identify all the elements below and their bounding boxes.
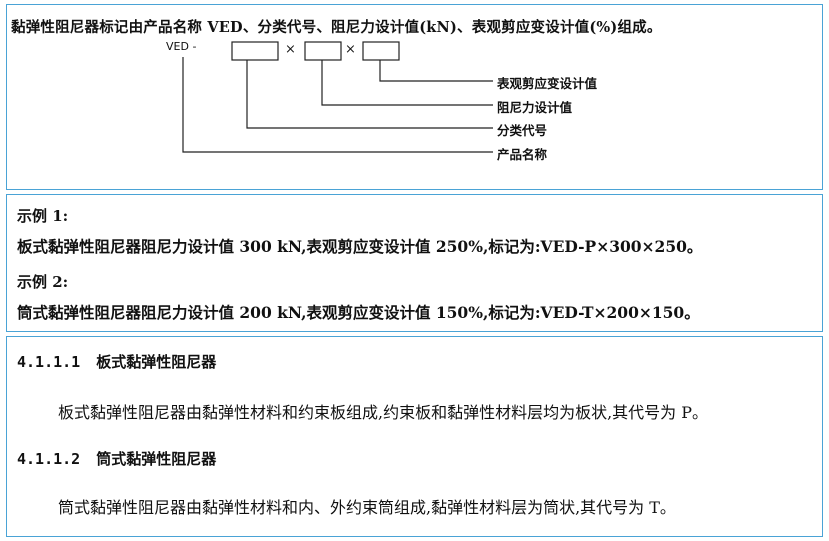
line-strain	[379, 60, 493, 82]
label-strain: 表观剪应变设计值	[497, 76, 598, 91]
designation-intro: 黏弹性阻尼器标记由产品名称 VED、分类代号、阻尼力设计值(kN)、表观剪应变设…	[11, 19, 662, 36]
section-heading-1: 4.1.1.1 板式黏弹性阻尼器	[17, 351, 216, 372]
line-product	[182, 57, 493, 153]
box-force	[304, 41, 342, 61]
section-title-2: 筒式黏弹性阻尼器	[96, 450, 217, 468]
section-text-2: 筒式黏弹性阻尼器由黏弹性材料和内、外约束筒组成,黏弹性材料层为筒状,其代号为 T…	[58, 498, 676, 517]
box-class	[231, 41, 279, 61]
label-product: 产品名称	[497, 147, 548, 162]
ved-code: VED -	[166, 40, 196, 53]
designation-panel: 黏弹性阻尼器标记由产品名称 VED、分类代号、阻尼力设计值(kN)、表观剪应变设…	[6, 4, 823, 190]
ved-dash: -	[192, 40, 197, 53]
designation-diagram	[182, 41, 493, 153]
examples-panel: 示例 1: 板式黏弹性阻尼器阻尼力设计值 300 kN,表观剪应变设计值 250…	[6, 194, 823, 332]
example-2-text: 筒式黏弹性阻尼器阻尼力设计值 200 kN,表观剪应变设计值 150%,标记为:…	[17, 303, 700, 322]
line-class	[246, 60, 493, 129]
section-number-1: 4.1.1.1	[17, 353, 81, 371]
label-force: 阻尼力设计值	[497, 100, 573, 115]
times-1: ×	[285, 42, 296, 57]
line-force	[321, 60, 493, 106]
section-heading-2: 4.1.1.2 筒式黏弹性阻尼器	[17, 448, 216, 469]
sections-panel: 4.1.1.1 板式黏弹性阻尼器 板式黏弹性阻尼器由黏弹性材料和约束板组成,约束板…	[6, 336, 823, 537]
ved-text: VED	[166, 40, 189, 53]
example-2-title: 示例 2:	[17, 273, 69, 291]
label-class: 分类代号	[497, 123, 548, 138]
box-strain	[362, 41, 400, 61]
section-number-2: 4.1.1.2	[17, 450, 81, 468]
example-1-text: 板式黏弹性阻尼器阻尼力设计值 300 kN,表观剪应变设计值 250%,标记为:…	[17, 237, 703, 256]
example-1-title: 示例 1:	[17, 207, 69, 225]
times-2: ×	[345, 42, 356, 57]
section-title-1: 板式黏弹性阻尼器	[96, 353, 217, 371]
section-text-1: 板式黏弹性阻尼器由黏弹性材料和约束板组成,约束板和黏弹性材料层均为板状,其代号为…	[58, 403, 709, 422]
